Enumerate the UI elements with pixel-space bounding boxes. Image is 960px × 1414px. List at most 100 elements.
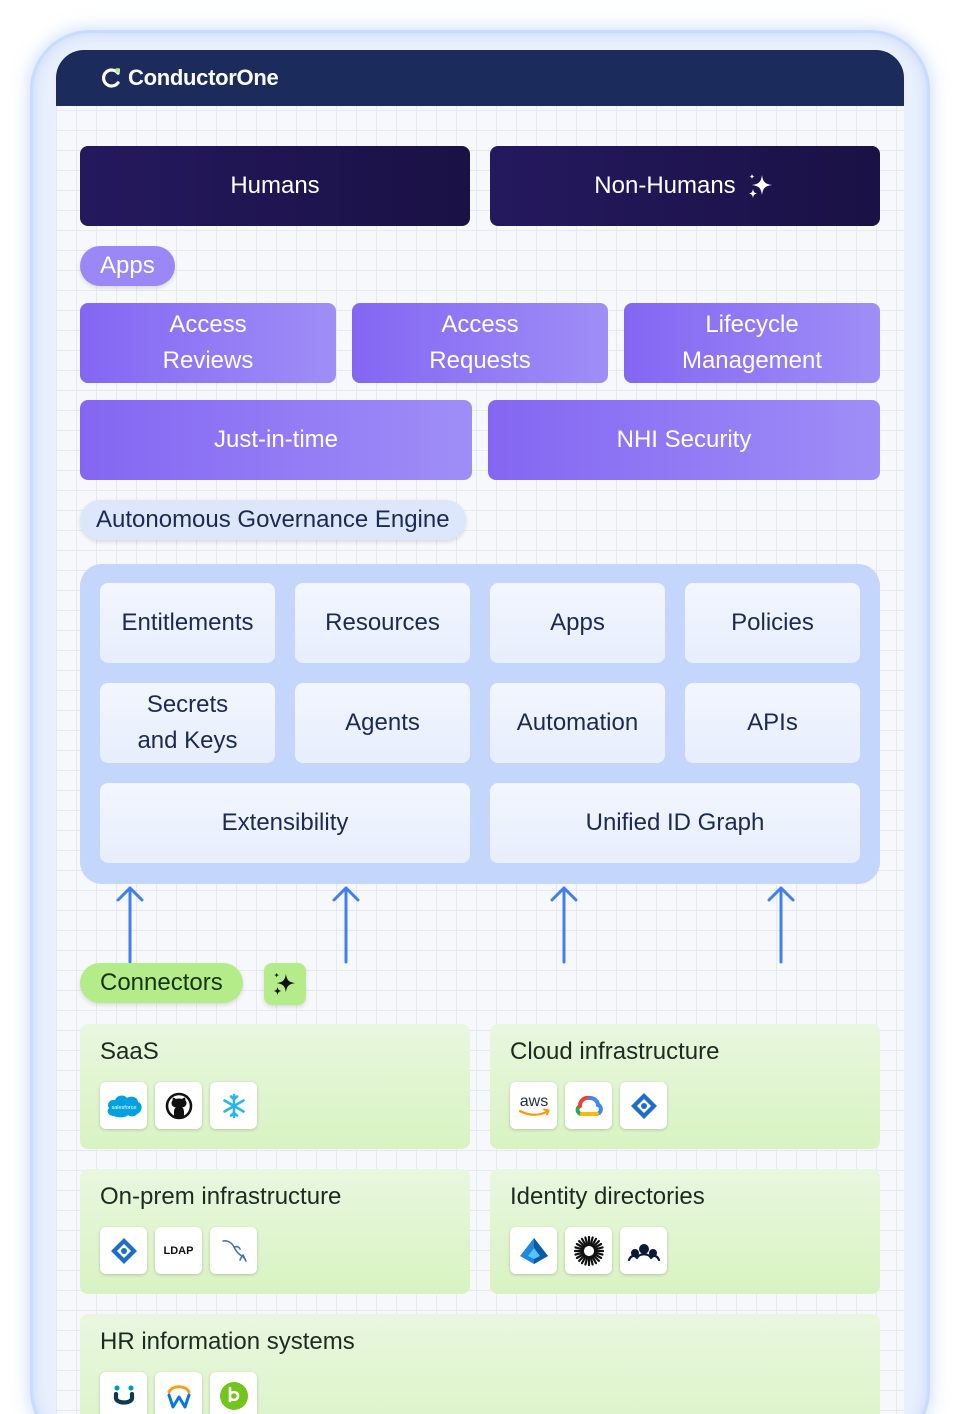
engine-item-label: APIs [747,709,798,736]
architecture-screen: ConductorOne Humans Non-Humans Apps Acce… [56,50,904,1414]
engine-item-label: Extensibility [221,809,349,836]
humans-tile: Humans [80,146,470,226]
github-icon [155,1082,202,1129]
azure-devops-icon [620,1082,667,1129]
connector-group-identity-directories: Identity directories [490,1169,880,1294]
conductorone-logo-icon [102,68,120,88]
apps-label-text: Apps [100,252,155,279]
okta-ray [580,1254,587,1264]
okta-ray [580,1237,587,1247]
apps-section-label: Apps [80,246,175,286]
engine-item-label: Agents [345,709,420,736]
arrow-up-icon [550,886,578,964]
okta-ray [590,1237,597,1247]
okta-ray [583,1235,589,1246]
engine-item-label: Policies [731,609,814,636]
engine-item-label: Secrets and Keys [137,691,238,754]
okta-ray [573,1245,584,1251]
engine-item-automation: Automation [490,683,665,763]
connectors-sparkle-badge [264,963,306,1005]
sparkle-icon [748,174,772,198]
humans-label: Humans [230,172,320,199]
connector-group-cloud-infrastructure: Cloud infrastructure aws [490,1024,880,1149]
engine-item-label: Apps [550,609,605,636]
active-directory-icon [100,1227,147,1274]
okta-icon [565,1227,612,1274]
arrow-up-icon [767,886,795,964]
okta-ray [591,1239,600,1248]
aws-icon: aws [510,1082,557,1129]
sparkle-icon [273,972,296,996]
bamboohr-icon [210,1372,257,1414]
product-label: Access Reviews [162,311,254,374]
connector-group-title: On-prem infrastructure [100,1183,342,1210]
engine-item-label: Entitlements [121,609,254,636]
engine-item-label: Unified ID Graph [585,809,765,836]
lifecycle-management-tile: Lifecycle Management [624,303,880,383]
engine-item-unified-id-graph: Unified ID Graph [490,783,860,863]
just-in-time-tile: Just-in-time [80,400,472,480]
engine-section-label: Autonomous Governance Engine [80,500,466,540]
engine-item-resources: Resources [295,583,470,663]
engine-item-apps: Apps [490,583,665,663]
engine-label-text: Autonomous Governance Engine [96,506,450,533]
okta-ray [575,1242,585,1249]
arrow-up-icon [116,886,144,964]
okta-ray [575,1252,585,1259]
connector-icon-row [510,1227,667,1274]
connectors-section-label: Connectors [80,963,243,1003]
okta-ray [573,1250,584,1256]
connector-group-title: Cloud infrastructure [510,1038,720,1065]
access-requests-tile: Access Requests [352,303,608,383]
mysql-icon [210,1227,257,1274]
ukg-icon [100,1372,147,1414]
okta-ray [588,1255,594,1266]
product-label: Lifecycle Management [681,311,823,374]
ldap-icon: LDAP [155,1227,202,1274]
okta-ray [588,1235,594,1246]
okta-ray [593,1245,604,1251]
engine-item-secrets-and-keys: Secrets and Keys [100,683,275,763]
engine-item-policies: Policies [685,583,860,663]
okta-ray [583,1255,589,1266]
engine-item-apis: APIs [685,683,860,763]
google-cloud-icon [565,1082,612,1129]
connector-group-title: HR information systems [100,1328,355,1355]
okta-ray [577,1239,586,1248]
engine-item-entitlements: Entitlements [100,583,275,663]
salesforce-icon: salesforce [100,1082,147,1129]
connectors-label-text: Connectors [100,969,223,996]
engine-item-extensibility: Extensibility [100,783,470,863]
workday-icon [155,1372,202,1414]
nhi-security-tile: NHI Security [488,400,880,480]
connector-group-saas: SaaS salesforce [80,1024,470,1149]
okta-ray [591,1253,600,1262]
connector-group-title: SaaS [100,1038,159,1065]
connector-icon-row: salesforce [100,1082,257,1129]
connector-group-title: Identity directories [510,1183,705,1210]
engine-item-label: Resources [325,609,440,636]
product-label: NHI Security [616,426,752,453]
engine-item-label: Automation [516,709,639,736]
ldap-logo-text: LDAP [163,1244,194,1257]
product-label: Just-in-time [213,426,339,453]
okta-ray [592,1252,602,1259]
brand-name: ConductorOne [128,65,279,90]
non-humans-tile: Non-Humans [490,146,880,226]
non-humans-label: Non-Humans [594,172,736,199]
entra-id-icon [510,1227,557,1274]
okta-ray [590,1254,597,1264]
product-label: Access Requests [429,311,531,374]
salesforce-logo-text: salesforce [111,1105,136,1111]
snowflake-icon [210,1082,257,1129]
okta-ray [593,1250,604,1256]
access-reviews-tile: Access Reviews [80,303,336,383]
aws-logo-text: aws [519,1093,547,1110]
okta-ray [577,1253,586,1262]
arrow-up-icon [332,886,360,964]
jumpcloud-icon [620,1227,667,1274]
top-bar: ConductorOne [56,50,904,106]
engine-item-agents: Agents [295,683,470,763]
connector-icon-row: LDAP [100,1227,257,1274]
connector-group-on-prem-infrastructure: On-prem infrastructure LDAP [80,1169,470,1294]
